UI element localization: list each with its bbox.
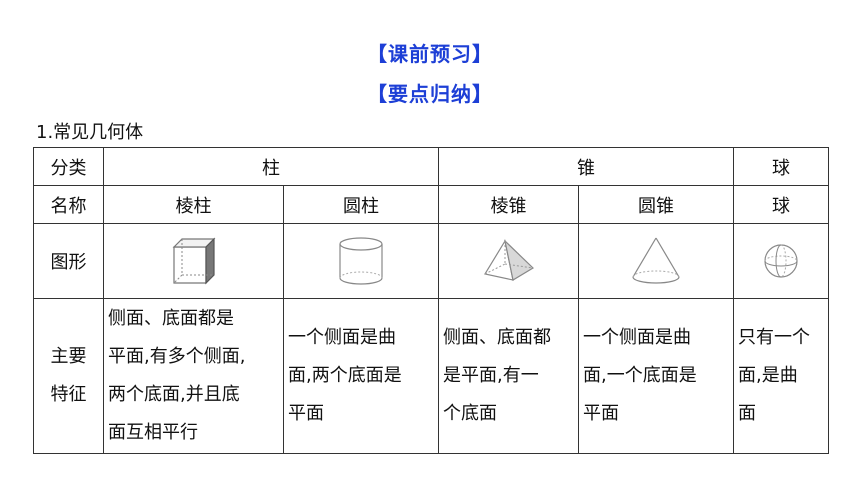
table-row-figure: 图形 — [33, 223, 829, 299]
cell-feature-cone: 一个侧面是曲 面,一个底面是 平面 — [578, 298, 734, 454]
feature-text-line: 面,两个底面是 — [288, 365, 402, 386]
feature-text-line: 个底面 — [443, 403, 497, 424]
feature-text-line: 是平面,有一 — [443, 365, 539, 386]
cone-icon — [632, 237, 680, 284]
feature-text-line: 平面,有多个侧面, — [108, 346, 246, 367]
feature-text-line: 一个侧面是曲 — [583, 327, 691, 348]
cell-feature-sphere: 只有一个 面,是曲 面 — [733, 298, 829, 454]
cube-icon — [172, 237, 215, 285]
feature-text-line: 侧面、底面都是 — [108, 308, 234, 329]
heading-summary: 【要点归纳】 — [367, 82, 493, 106]
cell-figure-sphere — [733, 223, 829, 299]
cell-name-pyramid: 棱锥 — [438, 185, 579, 224]
geometry-table: 分类 柱 锥 球 名称 棱柱 圆柱 棱锥 圆锥 球 图形 — [33, 147, 829, 454]
cell-figure-cylinder — [283, 223, 439, 299]
cell-feature-prism: 侧面、底面都是 平面,有多个侧面, 两个底面,并且底 面互相平行 — [103, 298, 284, 454]
feature-text-line: 平面 — [583, 403, 619, 424]
feature-text-line: 面,是曲 — [738, 365, 798, 386]
feature-label-line: 主要 — [50, 346, 87, 367]
heading-preview: 【课前预习】 — [367, 42, 493, 66]
feature-text-line: 两个底面,并且底 — [108, 384, 240, 405]
cell-figure-label: 图形 — [33, 223, 104, 299]
cell-category-sphere: 球 — [733, 147, 829, 186]
cell-name-label: 名称 — [33, 185, 104, 224]
cell-name-cone: 圆锥 — [578, 185, 734, 224]
feature-text-line: 平面 — [288, 403, 324, 424]
table-row-name: 名称 棱柱 圆柱 棱锥 圆锥 球 — [33, 185, 829, 224]
cell-name-sphere: 球 — [733, 185, 829, 224]
feature-text-line: 一个侧面是曲 — [288, 327, 396, 348]
cell-figure-pyramid — [438, 223, 579, 299]
cell-feature-label: 主要 特征 — [33, 298, 104, 454]
cell-feature-pyramid: 侧面、底面都 是平面,有一 个底面 — [438, 298, 579, 454]
feature-text-line: 面互相平行 — [108, 422, 198, 443]
section-title: 1.常见几何体 — [36, 122, 144, 143]
cell-figure-cone — [578, 223, 734, 299]
cell-feature-cylinder: 一个侧面是曲 面,两个底面是 平面 — [283, 298, 439, 454]
cell-category-label: 分类 — [33, 147, 104, 186]
feature-text-line: 面 — [738, 403, 756, 424]
cell-name-cylinder: 圆柱 — [283, 185, 439, 224]
cell-category-cone: 锥 — [438, 147, 734, 186]
cell-category-pillar: 柱 — [103, 147, 439, 186]
cell-figure-prism — [103, 223, 284, 299]
table-row-feature: 主要 特征 侧面、底面都是 平面,有多个侧面, 两个底面,并且底 面互相平行 一… — [33, 298, 829, 454]
cell-name-prism: 棱柱 — [103, 185, 284, 224]
pyramid-icon — [483, 239, 534, 281]
sphere-icon — [764, 244, 798, 278]
cylinder-icon — [339, 237, 383, 285]
feature-label-line: 特征 — [50, 384, 87, 405]
table-row-category: 分类 柱 锥 球 — [33, 147, 829, 186]
feature-text-line: 侧面、底面都 — [443, 327, 551, 348]
feature-text-line: 只有一个 — [738, 327, 810, 348]
feature-text-line: 面,一个底面是 — [583, 365, 697, 386]
